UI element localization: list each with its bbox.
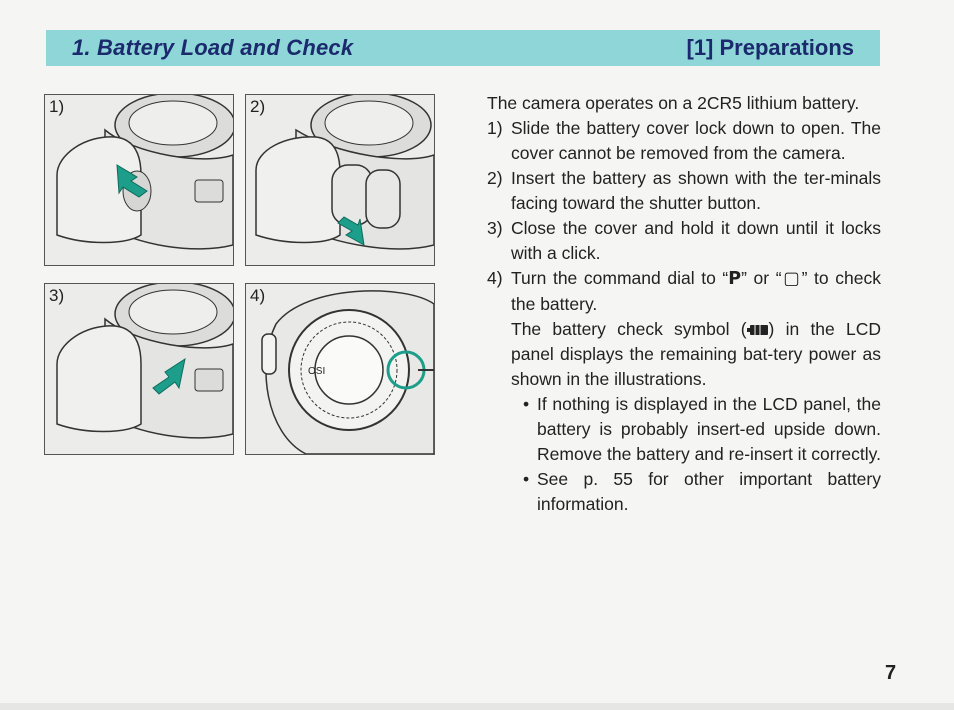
bullet-item-2: • See p. 55 for other important battery … <box>523 467 881 517</box>
step-text: Insert the battery as shown with the ter… <box>511 168 881 213</box>
program-mode-symbol: P <box>728 269 742 289</box>
camera-battery-insert-illustration <box>255 95 434 250</box>
camera-battery-cover-close-illustration <box>56 284 233 439</box>
figure-2: 2) <box>245 94 435 266</box>
figure-3-label: 3) <box>49 286 65 305</box>
figure-2-label: 2) <box>250 97 266 116</box>
step-number: 3) <box>487 218 503 238</box>
bullet-text: If nothing is displayed in the LCD panel… <box>537 394 881 464</box>
bullet-item-1: • If nothing is displayed in the LCD pan… <box>523 392 881 467</box>
step-text: Turn the command dial to “P” or “▢” to c… <box>511 266 881 317</box>
step-4-text-c: ” to check the battery. <box>511 268 881 314</box>
battery-check-paragraph: The battery check symbol () in the LCD p… <box>511 317 881 392</box>
command-dial-illustration: OSI <box>261 290 434 454</box>
figure-1-label: 1) <box>49 97 65 116</box>
bullet-marker: • <box>523 394 530 414</box>
check-text-a: The battery check symbol ( <box>511 319 747 339</box>
section-title: 1. Battery Load and Check <box>72 35 354 60</box>
chapter-title: [1] Preparations <box>686 35 855 60</box>
step-4-text-b: ” or “ <box>741 268 782 288</box>
step-2: 2) Insert the battery as shown with the … <box>487 166 881 216</box>
bottom-edge <box>0 703 954 710</box>
figure-1: 1) <box>44 94 234 266</box>
dial-osi-text: OSI <box>308 366 325 377</box>
step-4-text-a: Turn the command dial to “ <box>511 268 729 288</box>
figure-4-label: 4) <box>250 286 266 305</box>
page-number: 7 <box>885 662 897 684</box>
box-mode-icon: ▢ <box>781 269 802 289</box>
figure-3: 3) <box>44 283 234 455</box>
step-1: 1) Slide the battery cover lock down to … <box>487 116 881 166</box>
step-text: Close the cover and hold it down until i… <box>511 218 881 263</box>
step-number: 2) <box>487 168 503 188</box>
bullet-marker: • <box>523 469 530 489</box>
step-number: 1) <box>487 118 503 138</box>
bullet-text: See p. 55 for other important battery in… <box>537 469 881 514</box>
instruction-text: The camera operates on a 2CR5 lithium ba… <box>487 91 881 517</box>
header-band: 1. Battery Load and Check [1] Preparatio… <box>46 30 880 66</box>
step-4: 4) Turn the command dial to “P” or “▢” t… <box>487 266 881 317</box>
check-text-b: ) in the LCD panel displays the remainin… <box>511 319 882 389</box>
figure-4: OSI 4) <box>245 283 435 455</box>
step-3: 3) Close the cover and hold it down unti… <box>487 216 881 266</box>
step-number: 4) <box>487 268 503 288</box>
battery-check-icon <box>746 325 768 335</box>
intro-paragraph: The camera operates on a 2CR5 lithium ba… <box>487 93 860 113</box>
step-text: Slide the battery cover lock down to ope… <box>511 118 881 163</box>
camera-battery-cover-lock-illustration <box>56 95 233 250</box>
